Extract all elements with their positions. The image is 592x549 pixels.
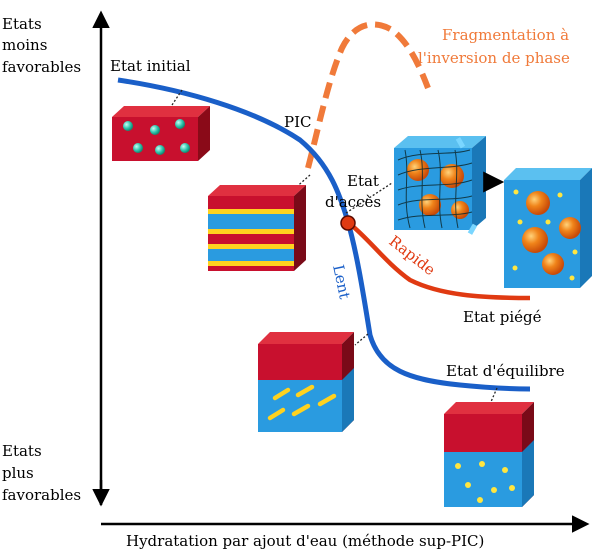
fragmentation-curve <box>305 21 431 169</box>
trapped-state-block <box>504 168 592 288</box>
fast-curve <box>348 222 531 301</box>
y-top-label-1: Etats <box>2 15 42 33</box>
label-lent: Lent <box>329 263 354 301</box>
y-top-label-3: favorables <box>2 58 81 76</box>
label-equilibre: Etat d'équilibre <box>446 362 565 380</box>
lamellar-block <box>208 185 306 271</box>
label-acces-2: d'accès <box>325 193 381 211</box>
x-axis-label: Hydratation par ajout d'eau (méthode sup… <box>126 532 484 549</box>
label-piege: Etat piégé <box>463 308 542 326</box>
initial-state-block <box>112 106 210 161</box>
label-pic: PIC <box>284 113 312 131</box>
y-bottom-label-3: favorables <box>2 486 81 504</box>
label-fragmentation-2: l'inversion de phase <box>418 49 570 67</box>
equilibrium-block <box>444 402 534 507</box>
access-state-block <box>394 136 486 235</box>
main-curve <box>117 77 531 392</box>
label-initial: Etat initial <box>110 57 191 75</box>
label-acces-1: Etat <box>347 172 379 190</box>
y-top-label-2: moins <box>2 36 47 54</box>
y-bottom-label-1: Etats <box>2 442 42 460</box>
slow-path-block <box>258 332 354 432</box>
label-rapide: Rapide <box>386 232 439 279</box>
access-point <box>340 215 356 231</box>
label-fragmentation-1: Fragmentation à <box>442 26 569 44</box>
y-bottom-label-2: plus <box>2 464 34 482</box>
